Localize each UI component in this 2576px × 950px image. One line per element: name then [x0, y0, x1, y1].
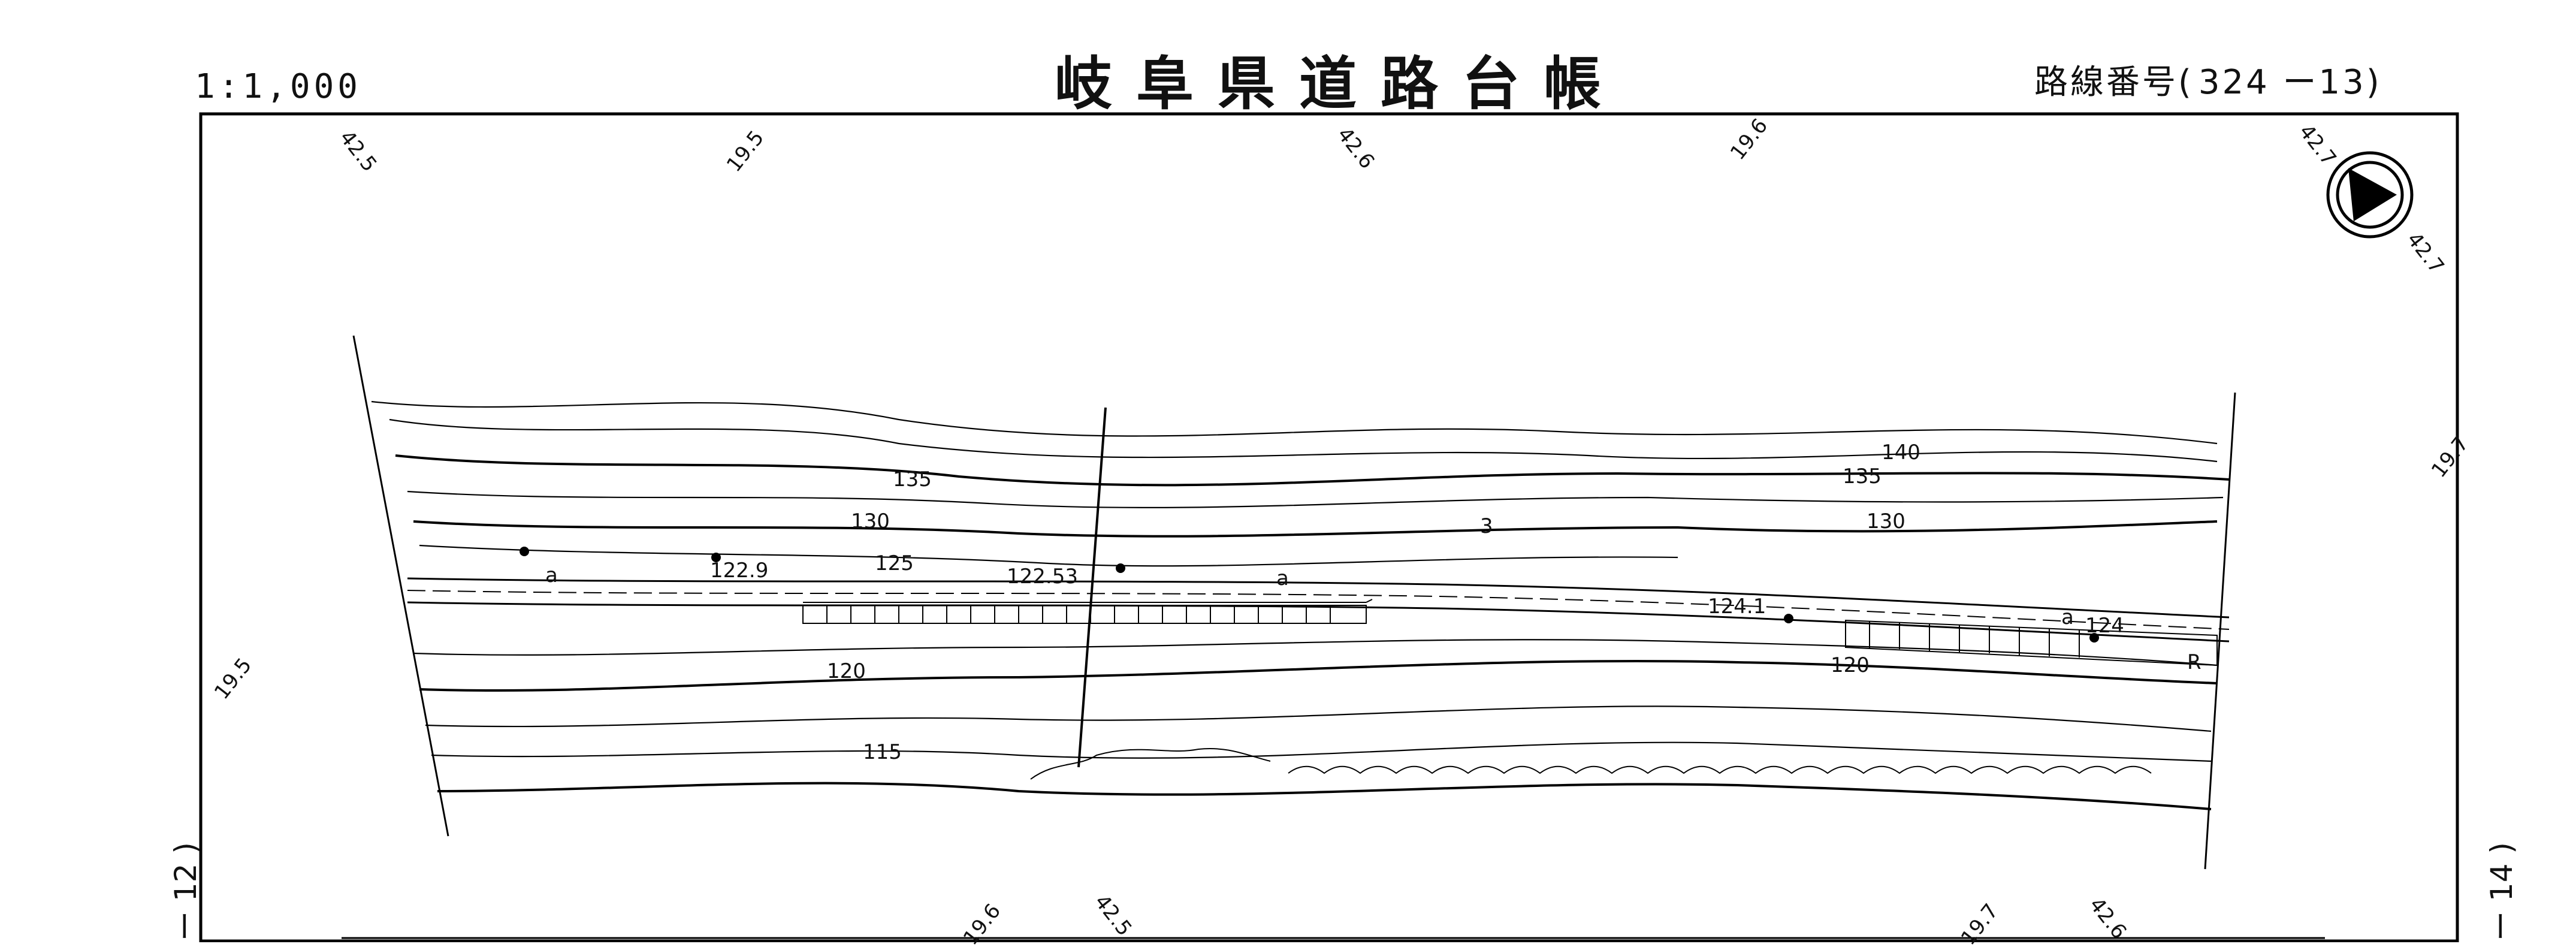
contour-label: 135: [1843, 465, 1882, 488]
contour-lines-lower: [413, 639, 2218, 810]
spot-height-dots: [520, 547, 2099, 643]
road-mark: R: [2187, 650, 2201, 674]
spot-height-label: 122.9: [710, 559, 769, 583]
contour-label: 125: [875, 551, 914, 575]
map-frame: [199, 112, 2459, 942]
spot-height-label: 124: [2085, 614, 2124, 638]
riverbank-vegetation: [1030, 748, 2152, 780]
spot-height-label: 124.1: [1708, 595, 1766, 619]
route-label: 路線番号(: [2034, 63, 2194, 102]
survey-boundary: [352, 335, 2236, 870]
route-close: ): [2366, 63, 2382, 102]
road-mark: 3: [1480, 514, 1493, 538]
map-scale: 1:1,000: [195, 67, 362, 106]
road-mark: a: [545, 563, 558, 587]
contour-label: 120: [827, 659, 866, 683]
contour-label: 130: [851, 509, 890, 533]
road-mark: a: [1276, 566, 1289, 590]
road-lines: [407, 577, 2230, 643]
spot-height-label: 122.53: [1007, 565, 1078, 589]
north-arrow-icon: [2326, 151, 2414, 239]
contour-label: 140: [1882, 441, 1920, 465]
road-mark: a: [2061, 605, 2074, 629]
contour-label: 115: [863, 740, 902, 764]
adjacent-sheet-right: ー 14 ): [2484, 842, 2519, 941]
route-number-label: 路線番号(324 ー13): [2034, 55, 2382, 104]
contour-label: 135: [893, 468, 932, 491]
contour-label: 120: [1831, 653, 1870, 677]
retaining-wall: [802, 605, 2218, 666]
contour-label: 130: [1867, 509, 1905, 533]
map-title: 岐阜県道路台帳: [1055, 50, 1625, 117]
route-number: 324 ー13: [2198, 63, 2366, 102]
contour-lines-upper: [371, 400, 2230, 567]
section-boundary: [1077, 407, 1107, 768]
adjacent-sheet-left: ー 12 ): [168, 842, 203, 941]
